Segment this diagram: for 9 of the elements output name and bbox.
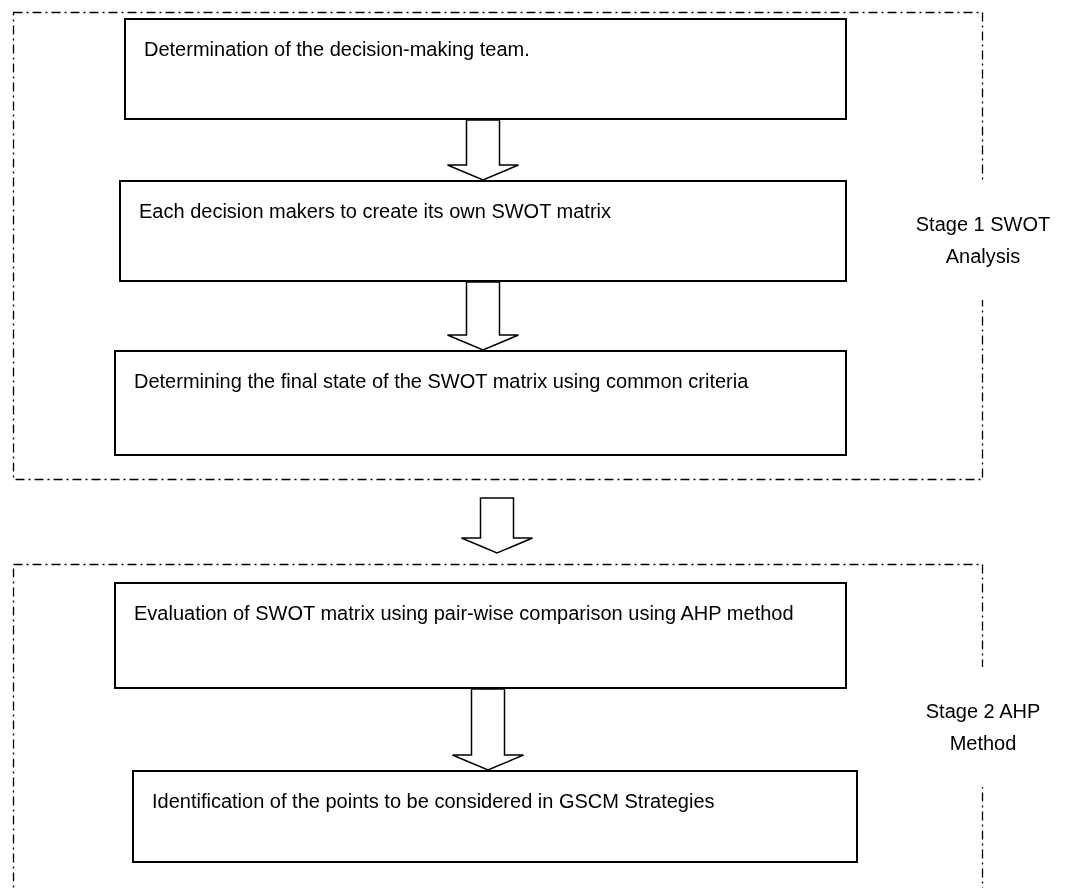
process-box: Identification of the points to be considered in GSCM Strategies [132,770,858,863]
block-arrow [460,497,534,554]
process-box: Evaluation of SWOT matrix using pair-wise comparison using AHP method [114,582,847,689]
block-arrow [446,281,520,351]
process-box: Determining the final state of the SWOT matrix using common criteria [114,350,847,456]
block-arrow [446,119,520,181]
process-box: Each decision makers to create its own SWOT matrix [119,180,847,282]
process-box: Determination of the decision-making team. [124,18,847,120]
block-arrow [451,688,525,771]
